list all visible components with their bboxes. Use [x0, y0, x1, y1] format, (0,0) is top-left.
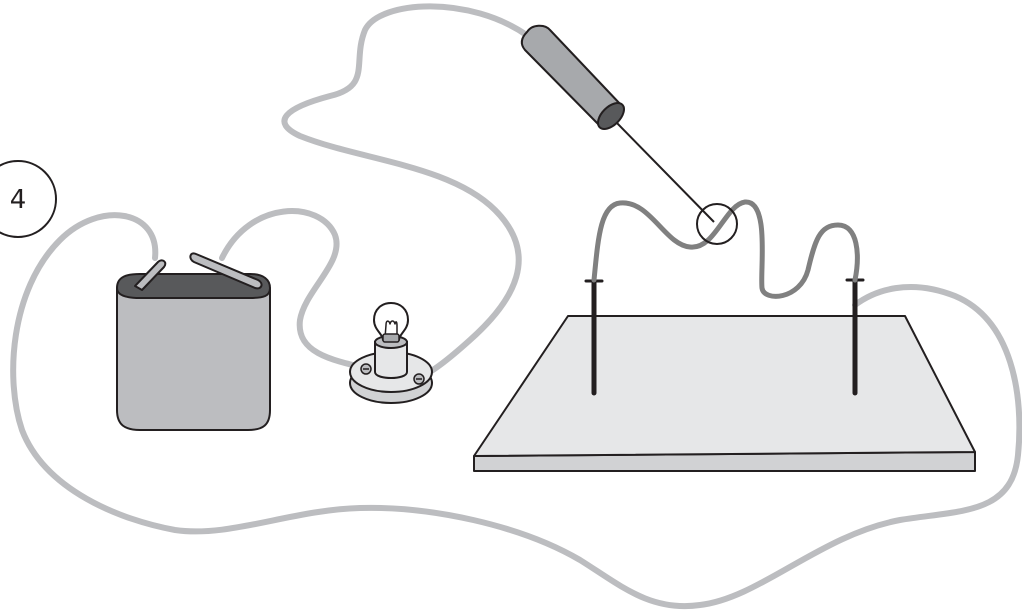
lamp-socket	[374, 341, 408, 379]
step-number-badge: 4	[0, 160, 57, 238]
test-wire	[591, 199, 860, 299]
wire-probe-to-lamp	[281, 3, 531, 379]
wire-battery-to-board	[10, 212, 1022, 610]
light-bulb-icon	[349, 302, 433, 404]
board-top	[473, 315, 976, 457]
battery-top	[116, 273, 271, 299]
battery-icon	[116, 252, 271, 431]
probe-contact-circle	[696, 203, 738, 245]
battery-body	[116, 287, 271, 431]
probe-pen-icon	[520, 24, 738, 245]
bulb-filament	[384, 320, 398, 339]
battery-terminal-left	[134, 259, 167, 291]
probe-cap	[597, 102, 625, 130]
wire-battery-to-lamp	[219, 208, 369, 371]
wires	[10, 3, 1022, 610]
battery-terminal-right	[189, 252, 263, 290]
step-number: 4	[10, 185, 27, 215]
wooden-board-icon	[473, 315, 976, 472]
